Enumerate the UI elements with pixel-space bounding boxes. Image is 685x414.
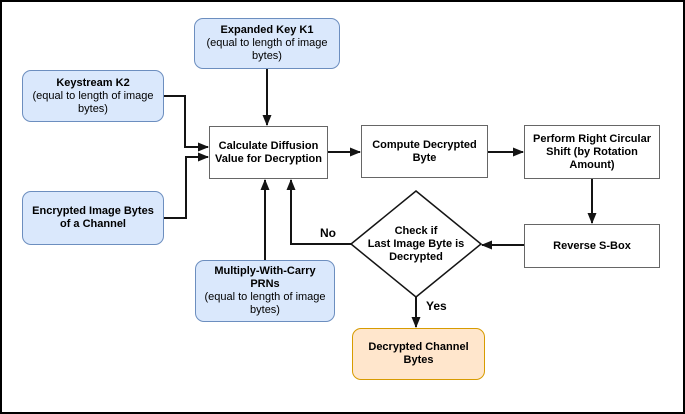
edge-label-no: No <box>320 226 336 240</box>
node-label: Keystream K2 <box>56 76 130 89</box>
node-sublabel: (equal to length of image bytes) <box>32 89 154 115</box>
edge-keystream-to-calc <box>164 95 209 152</box>
node-sublabel: (equal to length of image bytes) <box>204 291 326 316</box>
node-encrypted-image-bytes: Encrypted Image Bytes of a Channel <box>22 191 164 245</box>
node-label: Perform Right Circular Shift (by Rotatio… <box>533 132 651 171</box>
edge-decision-no-to-calc <box>286 179 351 245</box>
node-label: Expanded Key K1 <box>220 24 314 36</box>
decision-diamond <box>349 190 483 298</box>
node-label: Multiply-With-Carry PRNs <box>214 265 316 290</box>
edge-label-yes: Yes <box>426 299 447 313</box>
node-multiply-with-carry-prns: Multiply-With-Carry PRNs (equal to lengt… <box>195 260 335 322</box>
node-label: Decrypted Channel Bytes <box>368 341 469 366</box>
edge-encrypted-bytes-to-calc <box>164 152 209 219</box>
node-reverse-s-box: Reverse S-Box <box>524 224 660 268</box>
node-expanded-key-k1: Expanded Key K1 (equal to length of imag… <box>194 18 340 69</box>
node-keystream-k2: Keystream K2 (equal to length of image b… <box>22 70 164 122</box>
node-label: Compute Decrypted Byte <box>372 138 477 164</box>
node-compute-decrypted-byte: Compute Decrypted Byte <box>361 125 488 178</box>
node-label: Calculate Diffusion Value for Decryption <box>215 139 322 165</box>
node-label: Encrypted Image Bytes of a Channel <box>32 205 154 230</box>
node-sublabel: (equal to length of image bytes) <box>206 37 328 62</box>
node-calculate-diffusion-value: Calculate Diffusion Value for Decryption <box>209 126 328 179</box>
node-perform-right-circular-shift: Perform Right Circular Shift (by Rotatio… <box>524 125 660 179</box>
node-label: Reverse S-Box <box>553 239 631 252</box>
node-check-last-byte-decrypted: Check if Last Image Byte is Decrypted <box>367 224 465 263</box>
node-decrypted-channel-bytes: Decrypted Channel Bytes <box>352 328 485 380</box>
